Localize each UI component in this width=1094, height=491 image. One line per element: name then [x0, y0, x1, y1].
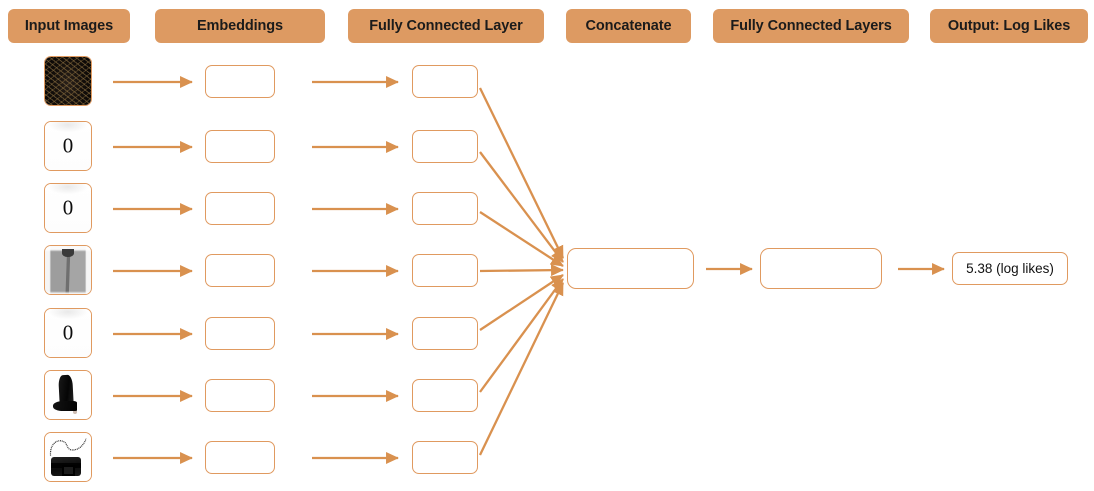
embedding-box-3[interactable] [205, 192, 275, 225]
header-fully-connected-layers: Fully Connected Layers [713, 9, 909, 43]
arrow-fc-to-concat-2 [479, 151, 564, 263]
input-image-thumbnail-1 [44, 56, 92, 106]
fully-connected-layers-box[interactable] [760, 248, 882, 289]
bag-knot [61, 464, 75, 477]
embedding-box-1[interactable] [205, 65, 275, 98]
garment-image [45, 184, 91, 232]
input-image-thumbnail-5: 0 [44, 308, 92, 358]
arrow-fc-to-concat-1 [478, 87, 565, 259]
arrow-fc-to-concat-7 [478, 282, 565, 456]
fc-layer-box-5[interactable] [412, 317, 478, 350]
embedding-box-7[interactable] [205, 441, 275, 474]
fc-layer-box-1[interactable] [412, 65, 478, 98]
fc-layer-box-2[interactable] [412, 130, 478, 163]
arrow-fc-to-concat-3 [479, 211, 564, 267]
dress-image [45, 57, 91, 105]
input-image-thumbnail-7 [44, 432, 92, 482]
input-image-thumbnail-2: 0 [44, 121, 92, 171]
embedding-box-2[interactable] [205, 130, 275, 163]
fc-layer-box-3[interactable] [412, 192, 478, 225]
input-image-overlay-text-2: 0 [62, 133, 74, 158]
bag-image [45, 433, 91, 481]
input-image-thumbnail-6 [44, 370, 92, 420]
boot-heel [72, 405, 77, 415]
concatenate-box[interactable] [567, 248, 694, 289]
arrow-fc-to-concat-5 [479, 274, 564, 331]
fc-layer-box-4[interactable] [412, 254, 478, 287]
bag-chain-strap [49, 438, 87, 456]
header-output-log-likes: Output: Log Likes [930, 9, 1088, 43]
header-concatenate: Concatenate [566, 9, 691, 43]
boot-image [45, 371, 91, 419]
input-image-thumbnail-3: 0 [44, 183, 92, 233]
input-image-thumbnail-4 [44, 245, 92, 295]
embedding-box-6[interactable] [205, 379, 275, 412]
header-fully-connected-layer: Fully Connected Layer [348, 9, 544, 43]
arrow-fc-to-concat-4 [479, 264, 564, 277]
garment-image [45, 122, 91, 170]
header-embeddings: Embeddings [155, 9, 325, 43]
output-value-box[interactable]: 5.38 (log likes) [952, 252, 1068, 285]
input-image-overlay-text-5: 0 [62, 320, 74, 345]
input-image-overlay-text-3: 0 [62, 195, 74, 220]
fc-layer-box-7[interactable] [412, 441, 478, 474]
fc-layer-box-6[interactable] [412, 379, 478, 412]
garment-image [45, 309, 91, 357]
arrow-fc-to-concat-6 [479, 278, 564, 393]
embedding-box-5[interactable] [205, 317, 275, 350]
header-input-images: Input Images [8, 9, 130, 43]
coat-image [45, 246, 91, 294]
embedding-box-4[interactable] [205, 254, 275, 287]
